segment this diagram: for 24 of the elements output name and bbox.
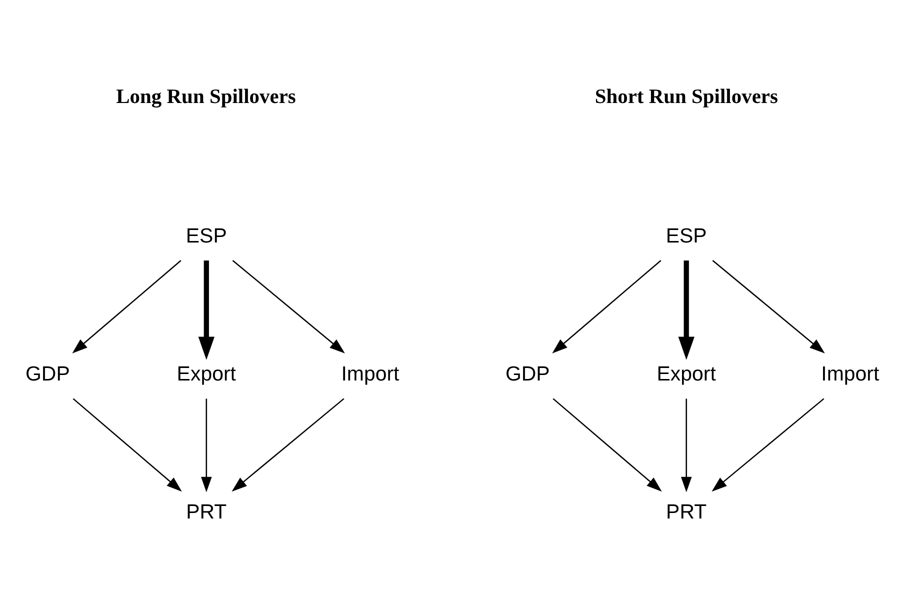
arrow	[552, 398, 662, 492]
arrow	[72, 259, 182, 353]
arrow	[552, 259, 662, 353]
node-text: Import	[341, 362, 400, 385]
node-text: PRT	[186, 500, 227, 524]
label: Short Run Spillovers	[594, 85, 778, 108]
arrow	[680, 398, 692, 492]
node-text: Export	[656, 362, 716, 385]
arrow	[678, 260, 694, 360]
node-text: Export	[176, 362, 236, 385]
arrow	[712, 259, 825, 353]
arrow	[198, 260, 214, 360]
node-text: PRT	[666, 500, 707, 524]
node-text: Import	[821, 362, 880, 385]
arrow	[201, 398, 212, 492]
arrow	[232, 398, 344, 492]
arrow	[232, 259, 345, 353]
node-text: GDP	[505, 362, 550, 385]
node-text: GDP	[26, 362, 70, 385]
node-text: ESP	[186, 224, 227, 247]
arrow	[712, 398, 824, 492]
arrow	[72, 398, 182, 492]
node-text: ESP	[666, 224, 707, 247]
label: Long Run Spillovers	[116, 85, 296, 108]
